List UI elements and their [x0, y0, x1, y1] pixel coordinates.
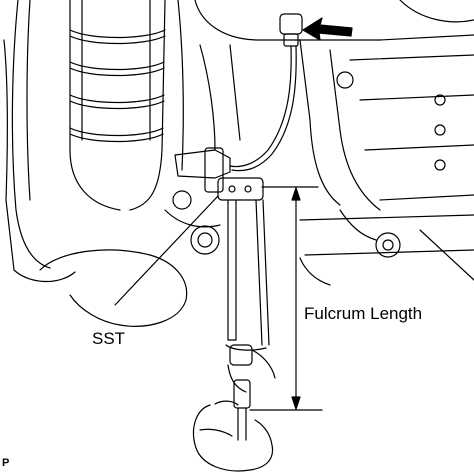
hand — [194, 401, 273, 471]
lower-flange — [40, 191, 220, 326]
fulcrum-length-dimension — [250, 187, 322, 410]
lower-arm — [300, 210, 474, 285]
left-housing — [4, 0, 75, 282]
upper-frame — [195, 0, 474, 210]
sst-label: SST — [92, 329, 126, 348]
corner-mark: P — [2, 457, 10, 469]
sst-tool — [175, 148, 275, 440]
sst-leader-line — [115, 196, 218, 305]
ribbed-cylinder — [70, 0, 183, 210]
sensor-connector — [230, 14, 302, 171]
fulcrum-length-label: Fulcrum Length — [304, 304, 423, 323]
arrow-left-icon — [303, 18, 352, 40]
